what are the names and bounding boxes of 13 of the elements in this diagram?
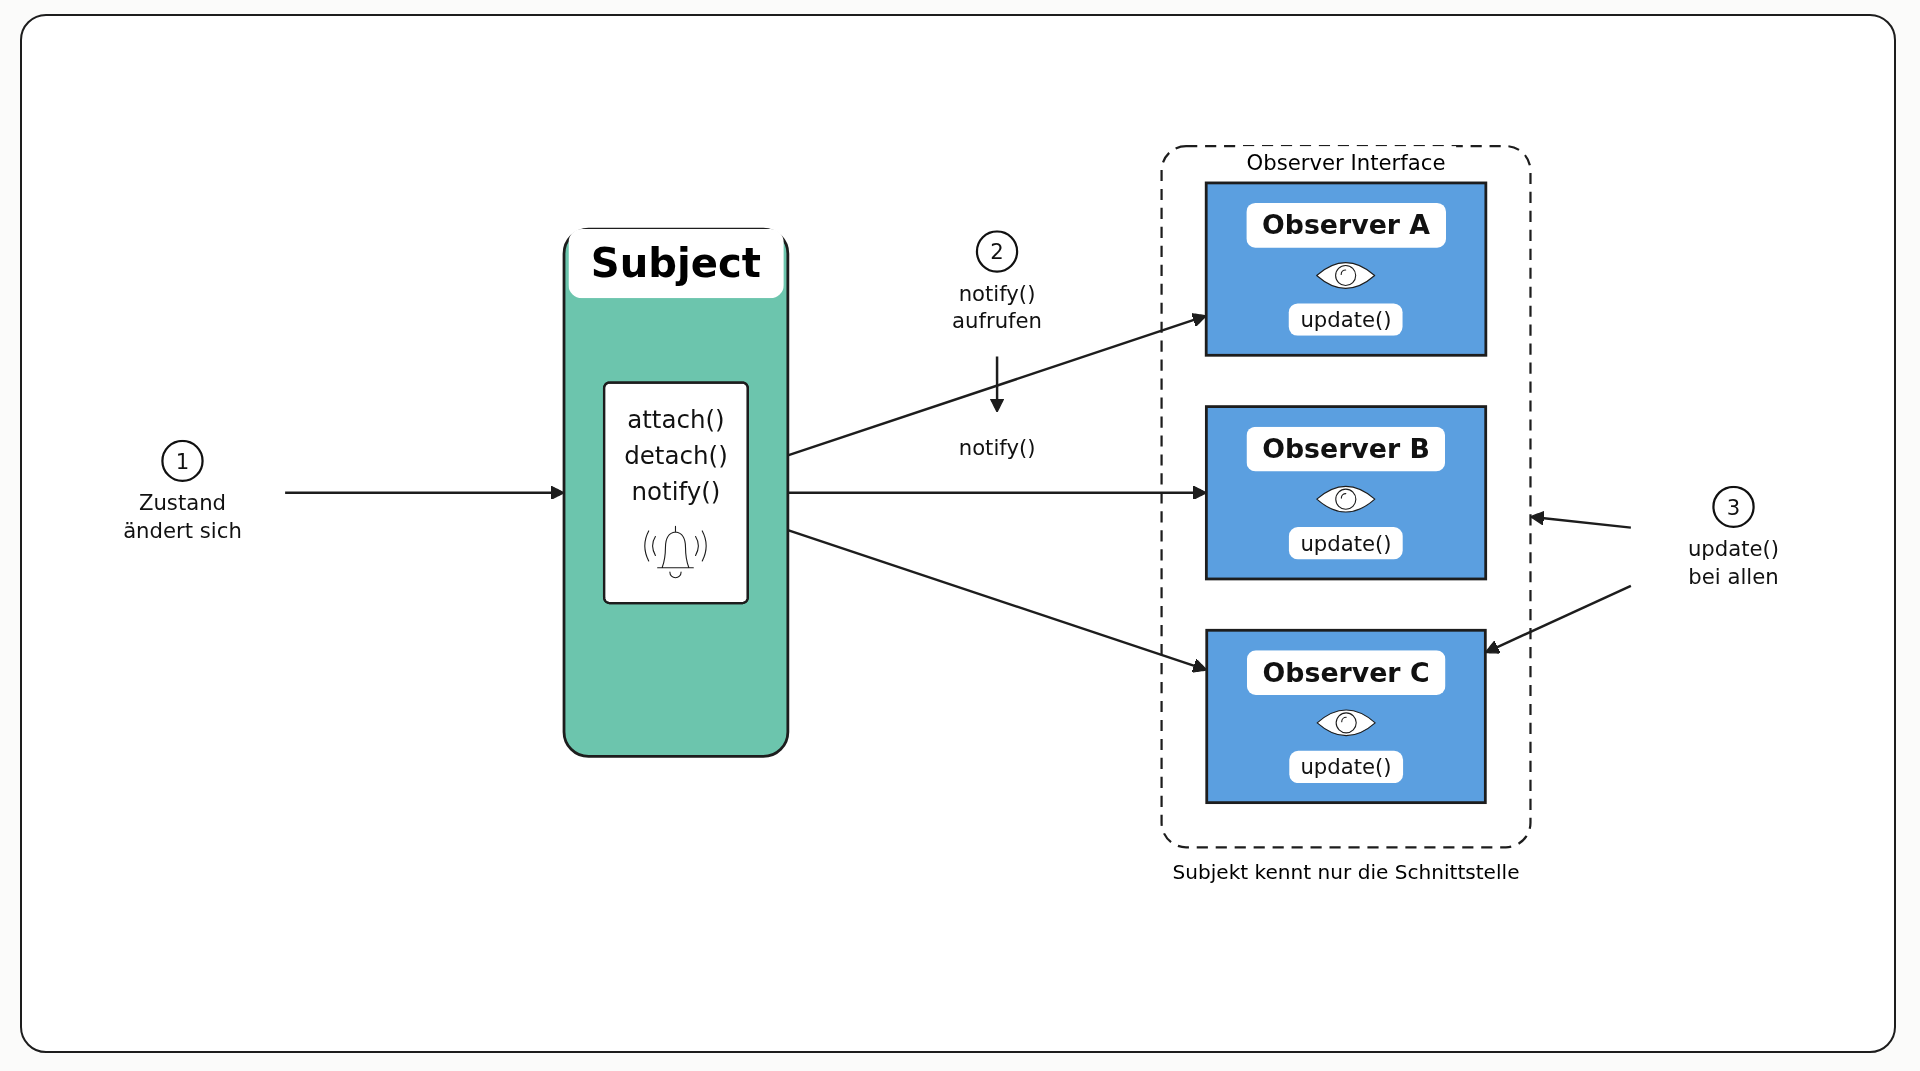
node-box <box>1204 405 1488 581</box>
node-box <box>1204 181 1488 357</box>
node-text: notify() <box>958 435 1036 460</box>
arrow <box>285 485 565 501</box>
node-circle <box>161 439 204 483</box>
arrow <box>787 313 1207 457</box>
arrow <box>1529 510 1631 529</box>
diagram-frame: Observer Interface Subjekt kennt nur die Schnittstelle Subject attach() detach() notify() 1 Zustand ändert sich 2 notify() aufrufen notify() Observer A update() Observer B update() Observer C update() 3 update() bei allen <box>20 14 1896 1053</box>
node-box <box>1205 628 1487 805</box>
group-caption: Subjekt kennt nur die Schnittstelle <box>1172 859 1520 883</box>
arrow <box>989 356 1005 413</box>
node-circle <box>1712 485 1755 529</box>
node-circle <box>975 230 1019 273</box>
